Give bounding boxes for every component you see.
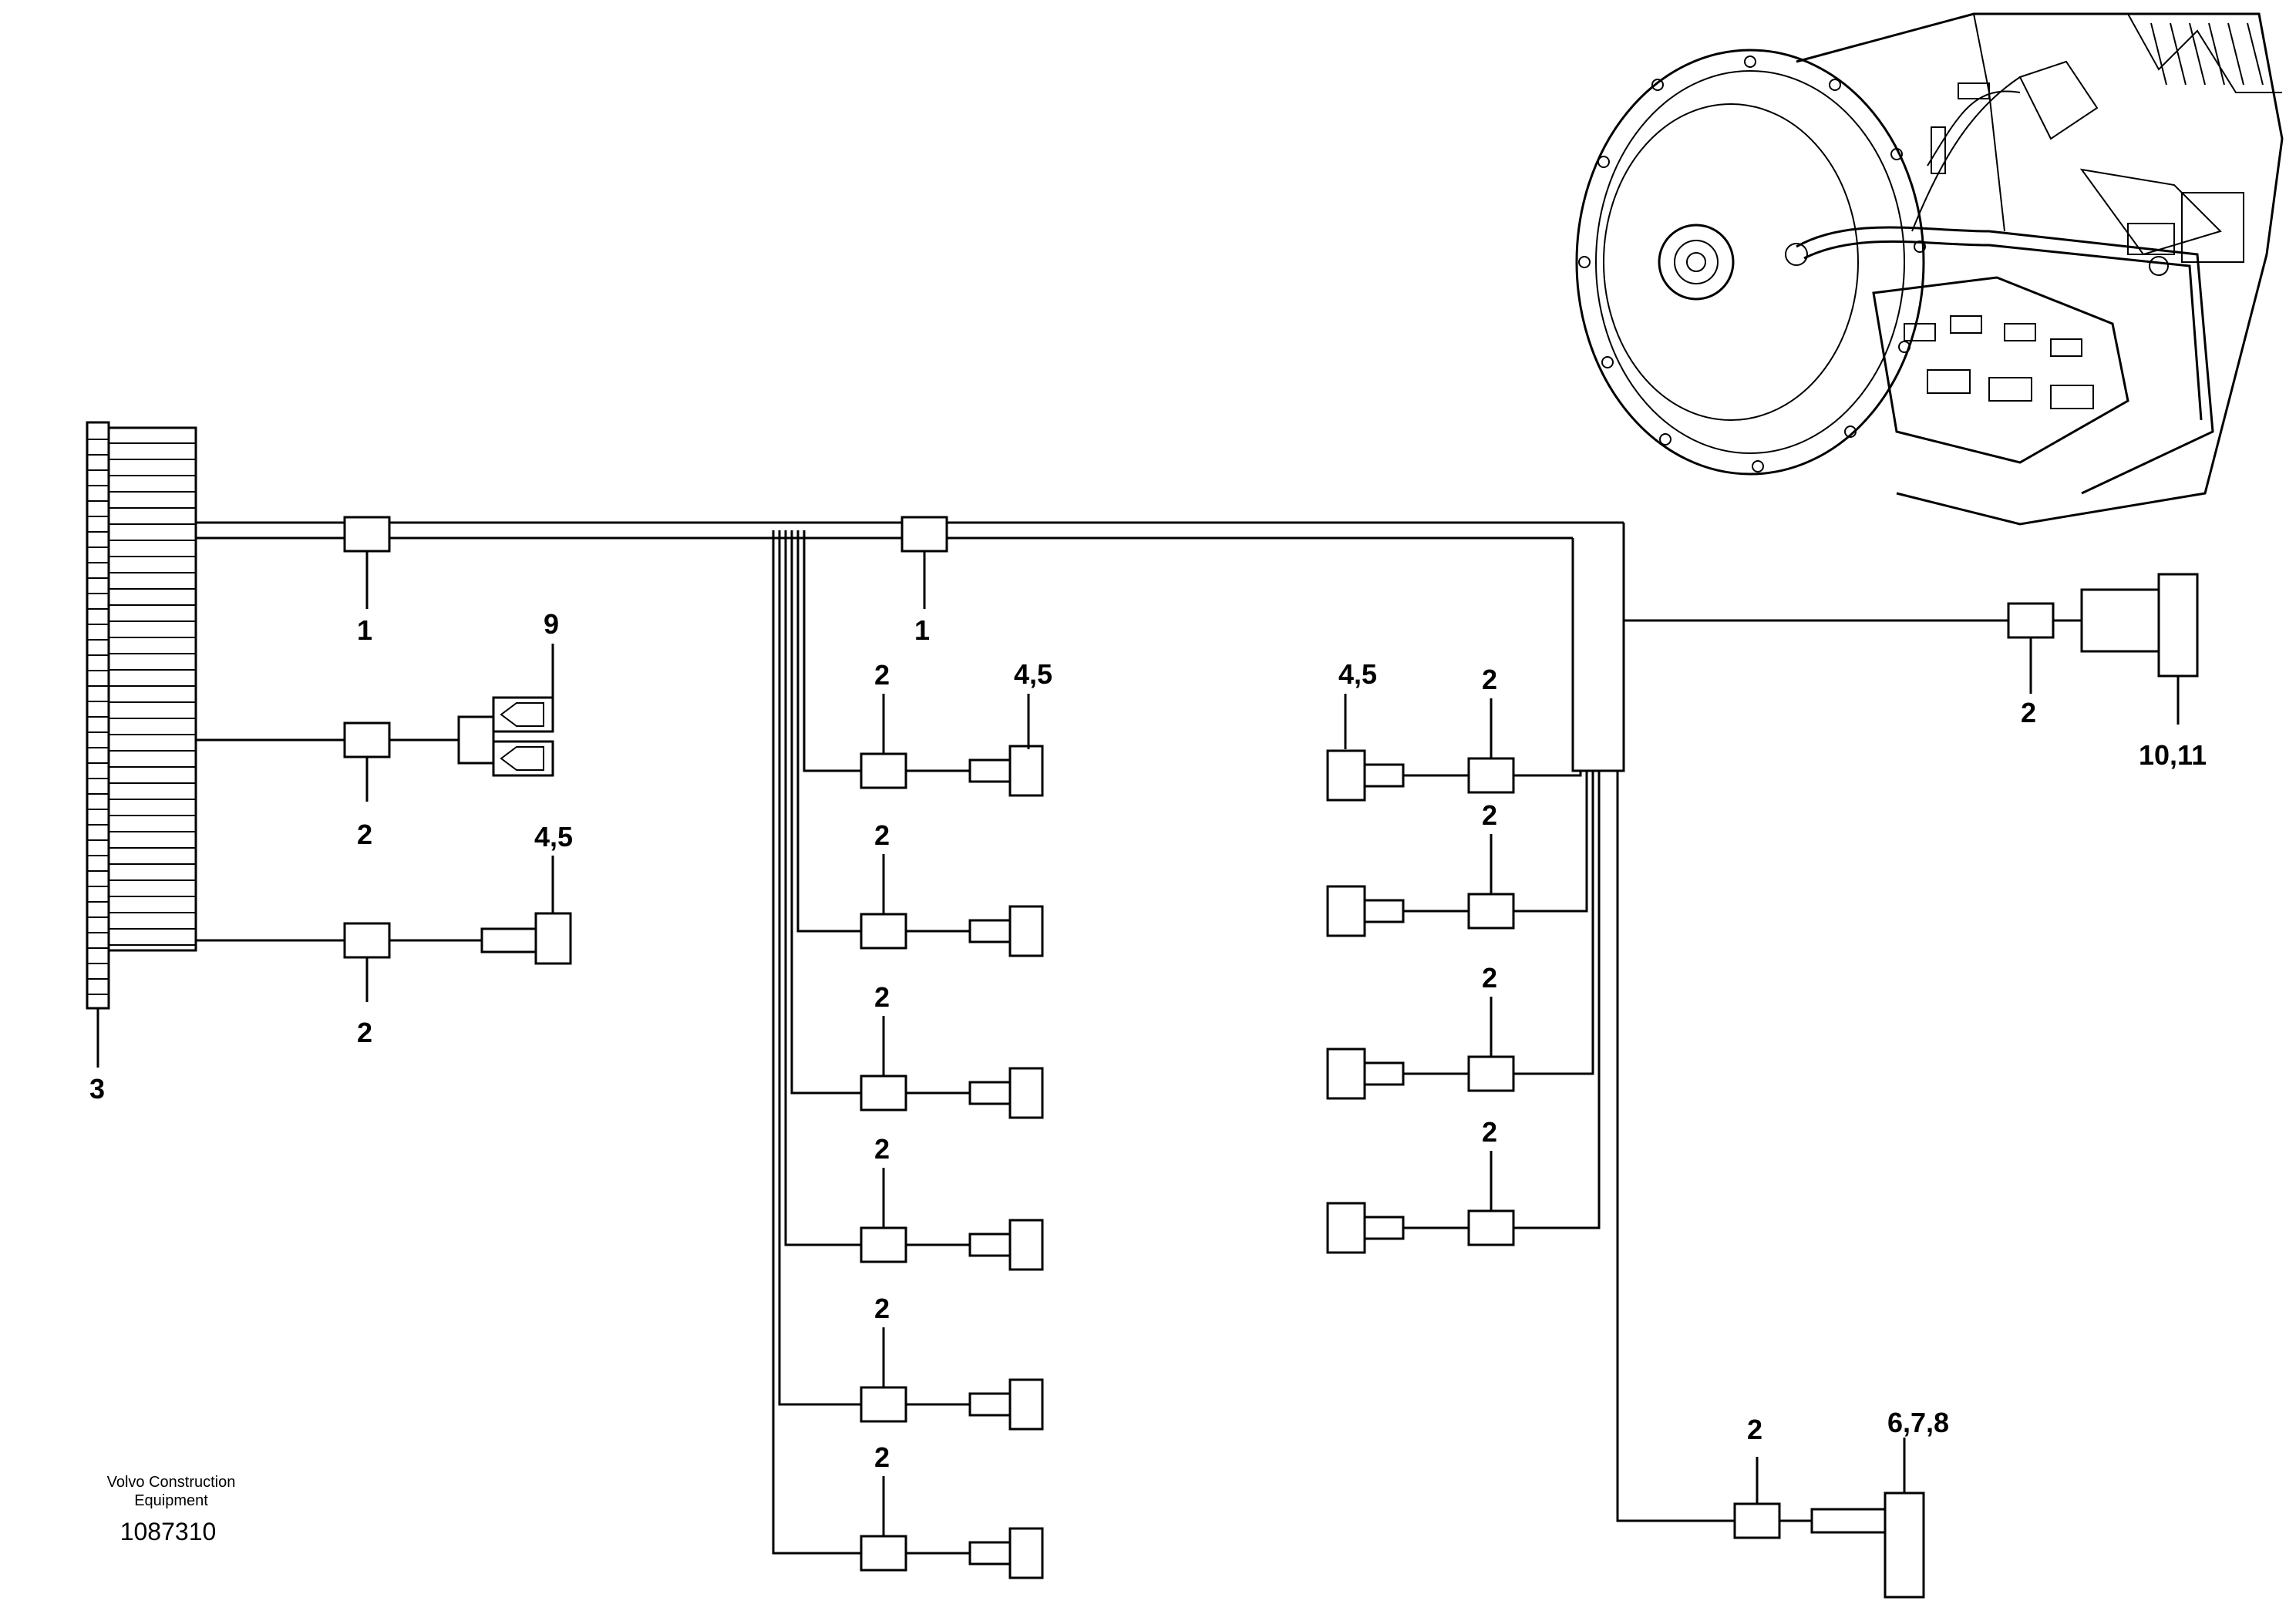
callout-2-connector-left: 2 xyxy=(357,1017,372,1048)
callout-1-mid: 1 xyxy=(914,614,930,646)
callout-1-left: 1 xyxy=(357,614,372,646)
callout-2-bottom: 2 xyxy=(1747,1414,1762,1445)
sensor-column-1: 2 2 2 2 2 2 xyxy=(772,530,1044,1579)
company-name-line-2: Equipment xyxy=(134,1492,208,1509)
sensor-branch-bottom xyxy=(1616,771,1925,1599)
callout-2-col1: 2 xyxy=(874,1133,890,1165)
callout-10-11: 10,11 xyxy=(2139,739,2207,771)
company-name-line-1: Volvo Construction xyxy=(107,1474,236,1491)
sensor-branch-left xyxy=(196,856,572,1002)
sensor-column-2: 2 2 2 2 xyxy=(1326,664,1601,1254)
callout-4-5-left: 4,5 xyxy=(534,821,573,853)
callout-2-relay: 2 xyxy=(357,819,372,850)
callout-2-col1: 2 xyxy=(874,981,890,1013)
main-harness xyxy=(196,521,1625,772)
callout-2-col2: 2 xyxy=(1482,664,1497,695)
protective-sleeve xyxy=(343,516,948,553)
callout-2-col1: 2 xyxy=(874,819,890,851)
callout-2-right-plug: 2 xyxy=(2021,697,2036,728)
transmission-illustration xyxy=(1575,12,2284,526)
plug-branch-right xyxy=(1624,573,2199,725)
callout-9: 9 xyxy=(544,608,559,640)
drawing-number: 1087310 xyxy=(120,1518,217,1545)
callout-2-col2: 2 xyxy=(1482,1116,1497,1148)
callout-2-col1: 2 xyxy=(874,1441,890,1473)
callout-2-col2: 2 xyxy=(1482,799,1497,831)
callout-6-7-8: 6,7,8 xyxy=(1887,1407,1949,1438)
callout-2-col1: 2 xyxy=(874,1293,890,1324)
relay-branch xyxy=(196,644,554,802)
callout-3: 3 xyxy=(89,1073,105,1105)
callout-2-col1: 2 xyxy=(874,659,890,691)
callout-2-col2: 2 xyxy=(1482,962,1497,994)
main-connector xyxy=(86,421,197,1068)
callout-4-5-col1: 4,5 xyxy=(1014,658,1052,690)
callout-4-5-col2: 4,5 xyxy=(1338,658,1377,690)
